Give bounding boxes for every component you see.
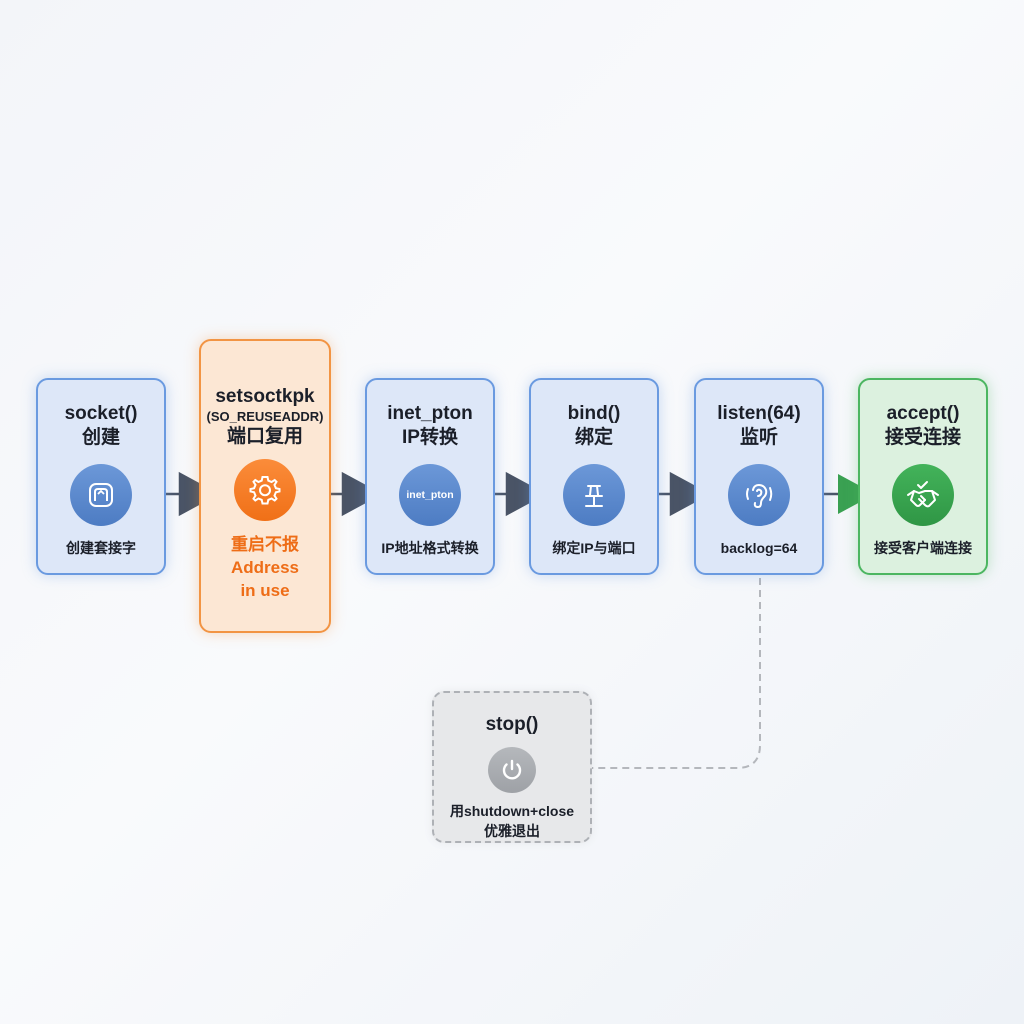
- icon-label: inet_pton: [406, 489, 454, 501]
- step-inet-pton: inet_pton IP转换 inet_pton IP地址格式转换: [365, 378, 495, 575]
- step-title: bind(): [567, 403, 621, 424]
- step-title: socket(): [64, 403, 138, 424]
- step-description: backlog=64: [720, 540, 798, 556]
- step-description: 接受客户端连接: [874, 540, 972, 556]
- step-description: 绑定IP与端口: [552, 540, 636, 556]
- inet-pton-icon: inet_pton: [399, 464, 461, 526]
- step-note-line-3: in use: [240, 581, 290, 600]
- stop-description-line-2: 优雅退出: [484, 823, 540, 839]
- step-bind: bind() 绑定 绑定IP与端口: [529, 378, 659, 575]
- step-socket: socket() 创建 创建套接字: [36, 378, 166, 575]
- step-param: (SO_REUSEADDR): [206, 409, 324, 424]
- arrow-head-5: [838, 474, 875, 514]
- step-note-line-2: Address: [230, 558, 300, 577]
- stop-description-line-1: 用shutdown+close: [449, 803, 575, 819]
- step-title: setsoctkpk: [215, 386, 315, 407]
- arrow-head-3: [505, 471, 547, 517]
- handshake-icon: [892, 464, 954, 526]
- gear-icon: [234, 459, 296, 521]
- step-accept: accept() 接受连接 接受客户端连接: [858, 378, 988, 575]
- step-listen: listen(64) 监听 backlog=64: [694, 378, 824, 575]
- power-icon: [488, 747, 536, 793]
- stop-title: stop(): [485, 714, 539, 735]
- arrow-head-2: [341, 471, 383, 517]
- dashed-connector: [584, 578, 761, 769]
- step-description: 创建套接字: [66, 540, 136, 556]
- step-subtitle: 绑定: [574, 427, 613, 448]
- step-setsockopt: setsoctkpk (SO_REUSEADDR) 端口复用 重启不报 Addr…: [199, 339, 331, 633]
- step-description: IP地址格式转换: [381, 540, 479, 556]
- step-title: inet_pton: [387, 403, 473, 424]
- pin-icon: [563, 464, 625, 526]
- step-subtitle: 监听: [739, 427, 778, 448]
- ear-icon: [728, 464, 790, 526]
- arrow-head-1: [178, 471, 220, 517]
- step-title: accept(): [886, 403, 960, 424]
- socket-icon: [70, 464, 132, 526]
- arrow-head-4: [669, 471, 711, 517]
- step-subtitle: 创建: [81, 427, 120, 448]
- step-stop: stop() 用shutdown+close 优雅退出: [432, 691, 592, 843]
- step-subtitle: IP转换: [402, 427, 458, 448]
- step-note-line-1: 重启不报: [231, 535, 299, 554]
- step-subtitle: 端口复用: [226, 426, 303, 447]
- step-subtitle: 接受连接: [884, 427, 961, 448]
- step-title: listen(64): [717, 403, 801, 424]
